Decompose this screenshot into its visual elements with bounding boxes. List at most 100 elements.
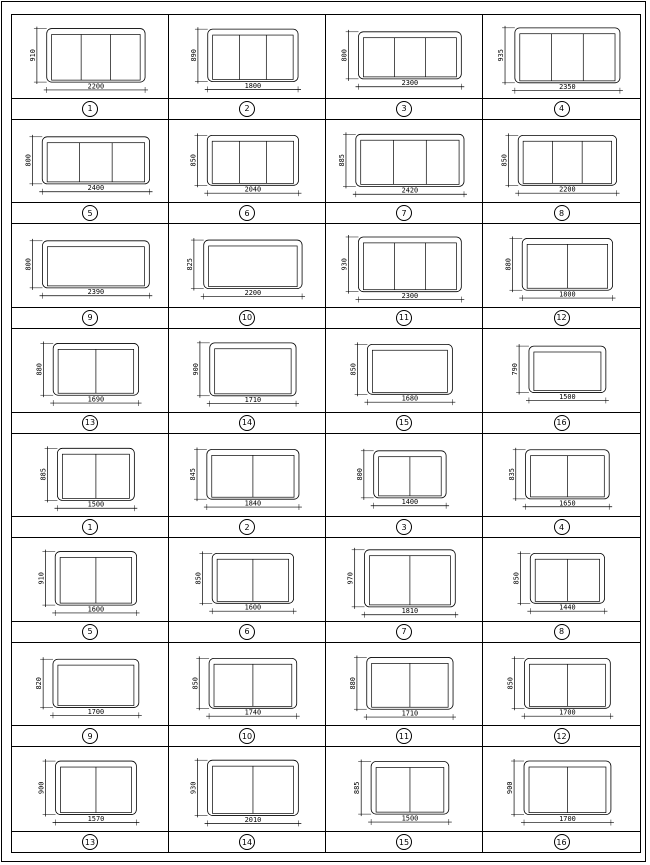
width-dimension: 1690 [88, 395, 105, 403]
item-label-row: 5 [12, 202, 168, 223]
item-label-row: 16 [483, 831, 640, 852]
depth-dimension: 850 [507, 677, 515, 689]
item-number: 5 [82, 623, 98, 640]
depth-dimension: 850 [191, 677, 199, 689]
item-number: 15 [396, 834, 412, 850]
sofa-drawing: 2200 825 [169, 224, 325, 307]
width-dimension: 2350 [559, 83, 576, 91]
item-number: 12 [553, 728, 570, 745]
item-number: 14 [239, 414, 255, 431]
sofa-cell: 1650 835 4 [483, 434, 640, 539]
item-label-row: 14 [169, 411, 325, 433]
width-dimension: 1800 [559, 291, 576, 299]
width-dimension: 1500 [559, 393, 576, 401]
item-label-row: 7 [326, 202, 482, 223]
depth-dimension: 850 [512, 572, 520, 584]
item-label-row: 13 [12, 831, 168, 852]
item-label-row: 14 [169, 831, 325, 852]
item-number: 5 [82, 205, 98, 222]
sofa-cell: 1700 850 12 [483, 643, 640, 748]
depth-dimension: 900 [192, 363, 200, 375]
item-number: 9 [82, 309, 98, 326]
depth-dimension: 825 [186, 258, 194, 270]
item-number: 10 [239, 728, 255, 745]
width-dimension: 2200 [559, 185, 576, 193]
width-dimension: 1800 [245, 82, 262, 90]
item-number: 11 [396, 309, 412, 326]
item-label-row: 15 [326, 411, 482, 433]
sofa-cell: 2420 885 7 [326, 119, 483, 225]
item-number: 4 [553, 519, 570, 536]
item-number: 16 [553, 414, 570, 431]
width-dimension: 2390 [88, 288, 105, 296]
item-label-row: 9 [12, 306, 168, 328]
width-dimension: 1600 [245, 604, 262, 612]
width-dimension: 2040 [245, 185, 262, 193]
item-number: 6 [239, 205, 255, 222]
width-dimension: 1700 [559, 815, 576, 823]
item-number: 2 [239, 100, 255, 117]
item-number: 3 [396, 100, 412, 117]
item-number: 14 [239, 834, 255, 850]
item-label-row: 2 [169, 516, 325, 537]
width-dimension: 2010 [245, 816, 262, 824]
width-dimension: 1650 [559, 499, 576, 507]
item-label-row: 12 [483, 306, 640, 328]
sofa-cell: 2040 850 6 [169, 119, 326, 225]
item-number: 4 [553, 100, 570, 117]
depth-dimension: 885 [338, 154, 346, 166]
item-label-row: 10 [169, 306, 325, 328]
item-label-row: 4 [483, 97, 640, 119]
sofa-drawing: 2420 885 [326, 120, 482, 203]
depth-dimension: 800 [341, 49, 349, 61]
sofa-drawing: 2200 850 [483, 120, 640, 203]
width-dimension: 2200 [245, 289, 262, 297]
depth-dimension: 835 [508, 468, 516, 480]
depth-dimension: 790 [511, 363, 519, 375]
item-number: 13 [82, 414, 98, 431]
item-label-row: 13 [12, 411, 168, 433]
depth-dimension: 880 [35, 363, 43, 375]
item-label-row: 8 [483, 620, 640, 642]
depth-dimension: 800 [356, 468, 364, 480]
item-label-row: 10 [169, 725, 325, 746]
depth-dimension: 850 [500, 154, 508, 166]
item-number: 9 [82, 728, 98, 745]
depth-dimension: 930 [341, 258, 349, 270]
depth-dimension: 850 [189, 154, 197, 166]
depth-dimension: 900 [38, 782, 46, 795]
width-dimension: 1700 [88, 708, 105, 716]
item-label-row: 12 [483, 725, 640, 746]
item-number: 15 [396, 414, 412, 431]
width-dimension: 1700 [559, 708, 576, 716]
item-number: 13 [82, 834, 98, 850]
width-dimension: 2420 [402, 186, 419, 194]
item-number: 7 [396, 623, 412, 640]
